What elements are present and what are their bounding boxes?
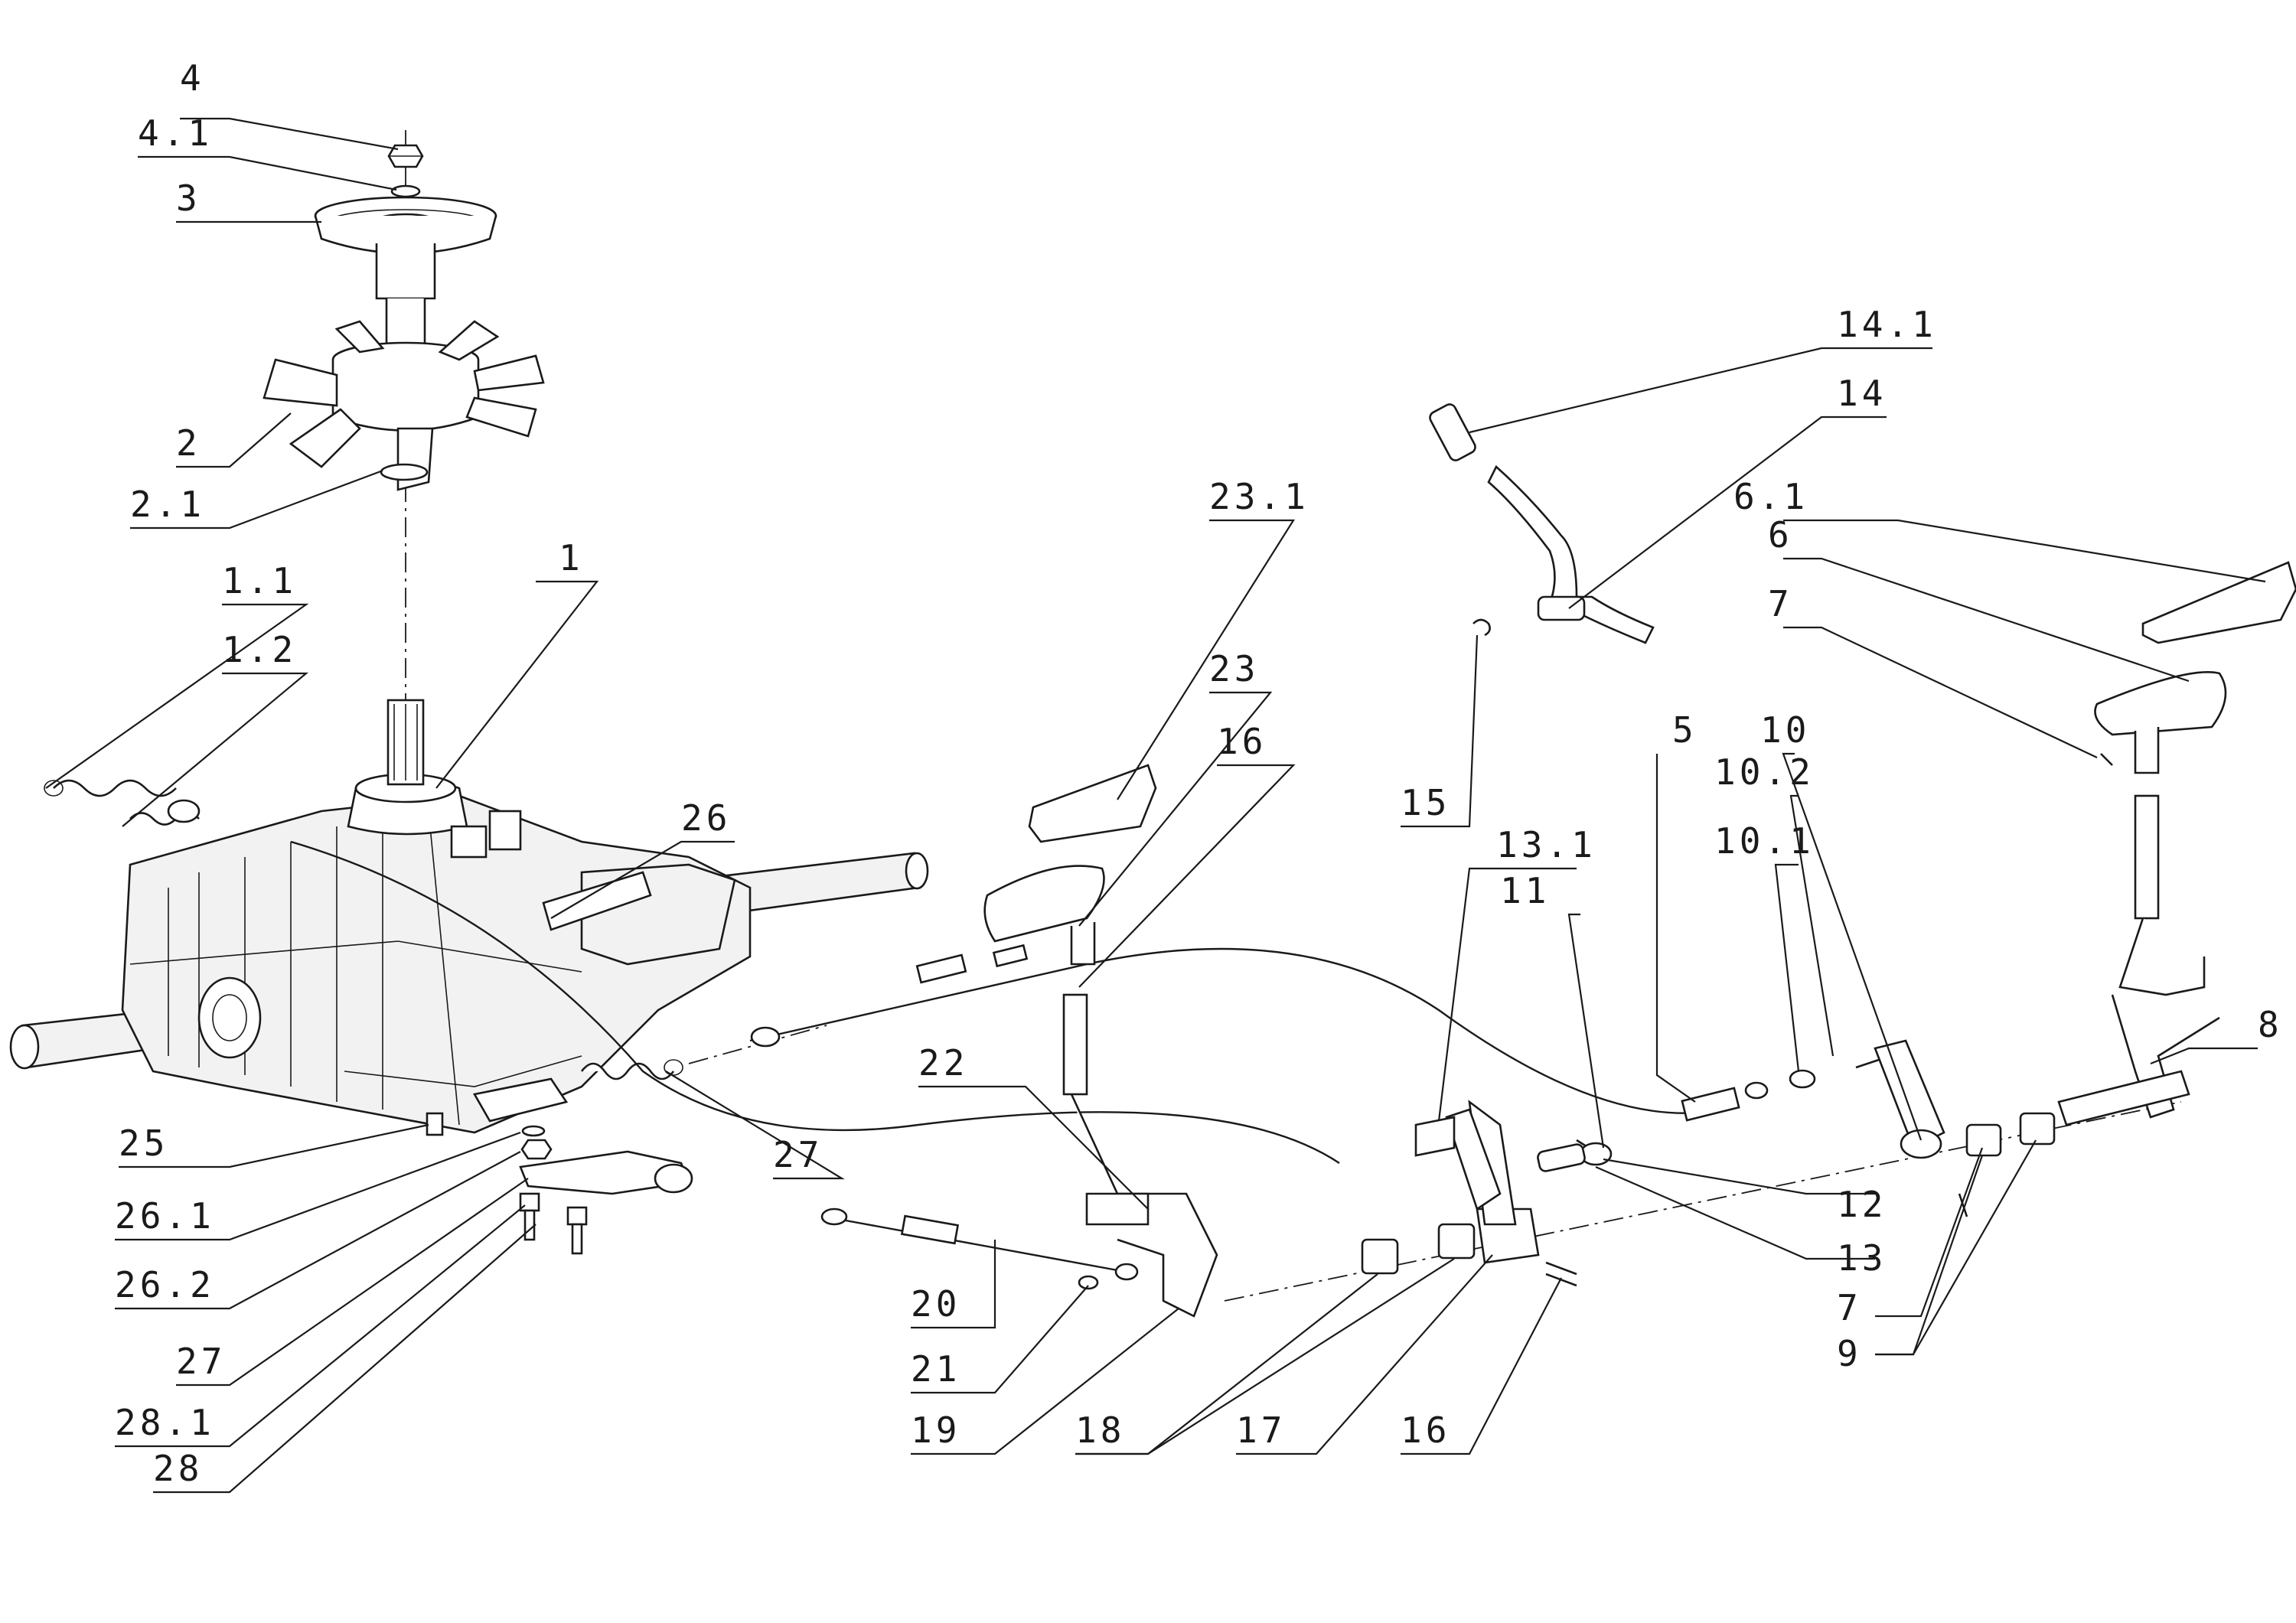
pedal-23 xyxy=(983,865,1218,1318)
label-23-1: 23.1 xyxy=(1209,476,1309,517)
label-6: 6 xyxy=(1768,514,1793,556)
nut-26-2 xyxy=(520,1139,553,1160)
cable-linkage xyxy=(749,963,1088,1042)
label-27-lower: 27 xyxy=(176,1341,226,1382)
label-25: 25 xyxy=(119,1123,168,1164)
lever-plate-27 xyxy=(519,1150,693,1195)
bolt-25 xyxy=(426,1112,444,1136)
label-5: 5 xyxy=(1672,709,1698,751)
label-26-2: 26.2 xyxy=(115,1264,215,1305)
label-15: 15 xyxy=(1401,782,1450,823)
bushing-18 xyxy=(1361,1223,1476,1275)
label-11: 11 xyxy=(1500,870,1550,911)
label-7-lower: 7 xyxy=(1837,1287,1862,1328)
label-28: 28 xyxy=(153,1448,203,1489)
bracket-26 xyxy=(472,871,652,1123)
pedal-6 xyxy=(2094,671,2227,774)
label-20: 20 xyxy=(911,1283,960,1325)
label-12: 12 xyxy=(1837,1184,1887,1225)
label-7-upper: 7 xyxy=(1768,583,1793,624)
label-1-1: 1.1 xyxy=(222,560,297,601)
label-16-lower: 16 xyxy=(1401,1410,1450,1451)
label-23: 23 xyxy=(1209,648,1259,689)
label-1-2: 1.2 xyxy=(222,629,297,670)
washer-26-1 xyxy=(521,1125,546,1137)
label-10-2: 10.2 xyxy=(1714,751,1815,793)
label-4-1: 4.1 xyxy=(138,112,213,154)
label-18: 18 xyxy=(1075,1410,1125,1451)
cooling-fan-2 xyxy=(263,320,545,491)
clip-15 xyxy=(1473,618,1491,637)
label-14-1: 14.1 xyxy=(1837,304,1937,345)
pin-7-lower xyxy=(1958,1193,1968,1217)
bushing-9 xyxy=(1965,1112,2056,1157)
label-4: 4 xyxy=(180,57,205,99)
label-14: 14 xyxy=(1837,373,1887,414)
pin-7-upper xyxy=(2100,753,2113,766)
spring-1-1 xyxy=(44,779,177,797)
bracket-22 xyxy=(1085,1192,1150,1226)
label-26-1: 26.1 xyxy=(115,1195,215,1237)
cable-end-5 xyxy=(1681,1081,1769,1122)
bolt-28 xyxy=(519,1192,588,1255)
label-13-1: 13.1 xyxy=(1496,824,1596,865)
label-10: 10 xyxy=(1760,709,1810,751)
label-27-upper: 27 xyxy=(773,1134,823,1175)
label-2: 2 xyxy=(176,422,201,464)
grip-14-1 xyxy=(1429,403,1476,461)
label-8: 8 xyxy=(2258,1004,2283,1045)
cable-end-fittings xyxy=(750,943,1029,1048)
ring-2-1 xyxy=(380,463,429,481)
handle-14 xyxy=(1487,464,1655,644)
washer-4-1 xyxy=(390,184,421,198)
cable-main-top xyxy=(290,840,1340,1164)
pins-16 xyxy=(1545,1261,1577,1287)
pedal-arm-8 xyxy=(2057,794,2220,1126)
label-2-1: 2.1 xyxy=(130,484,205,525)
spring-1-2 xyxy=(129,799,201,826)
label-17: 17 xyxy=(1236,1410,1286,1451)
pulley-3 xyxy=(314,196,497,346)
pedal-pad-6-1 xyxy=(2141,561,2296,644)
label-26: 26 xyxy=(681,797,731,839)
label-13: 13 xyxy=(1837,1237,1887,1279)
callout-labels: 4 4.1 3 2 2.1 1.1 1.2 1 26 25 26.1 26.2 … xyxy=(115,57,2283,1489)
nut-4 xyxy=(387,144,424,168)
washer-21 xyxy=(1078,1275,1099,1290)
lever-13-1 xyxy=(1414,1108,1502,1211)
label-10-1: 10.1 xyxy=(1714,820,1815,862)
label-1: 1 xyxy=(559,537,584,578)
lever-10 xyxy=(1874,1039,1945,1159)
nut-10-1 xyxy=(1789,1069,1816,1089)
eye-fitting-12 xyxy=(1537,1143,1586,1172)
label-16-upper: 16 xyxy=(1217,721,1267,762)
label-22: 22 xyxy=(918,1042,968,1084)
label-3: 3 xyxy=(176,178,201,219)
label-21: 21 xyxy=(911,1348,960,1390)
cable-20 xyxy=(820,1207,1118,1272)
label-28-1: 28.1 xyxy=(115,1402,215,1443)
nut-19 xyxy=(1114,1263,1139,1281)
pedal-pad-23-1 xyxy=(1028,764,1157,843)
transaxle-1 xyxy=(9,699,929,1134)
cable-5 xyxy=(1086,947,1723,1114)
label-19: 19 xyxy=(911,1410,960,1451)
label-6-1: 6.1 xyxy=(1733,476,1808,517)
parts-drawing xyxy=(9,130,2296,1318)
leader-lines xyxy=(45,117,2266,1494)
label-9: 9 xyxy=(1837,1333,1862,1374)
